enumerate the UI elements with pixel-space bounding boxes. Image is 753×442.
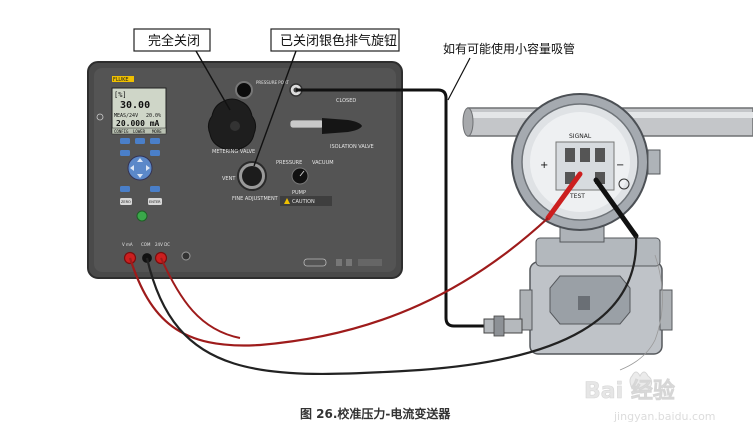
lcd-softkey-3: MORE bbox=[152, 129, 162, 134]
pipe-end-cap bbox=[462, 107, 474, 137]
terminal-3 bbox=[595, 148, 605, 162]
warning-icon bbox=[284, 198, 290, 204]
zero-key-label: ZERO bbox=[121, 200, 131, 204]
callout-vent-knob-text: 已关闭银色排气旋钮 bbox=[280, 33, 397, 49]
isolation-valve-handle bbox=[322, 118, 362, 134]
caution-plate bbox=[280, 196, 332, 206]
callout-full-close-leader bbox=[195, 50, 231, 111]
hose-adapter-nut bbox=[493, 315, 505, 337]
jack-com-label: COM bbox=[141, 242, 151, 247]
pressure-calibrator: FLUKE [%] 30.00 MEAS/24V 20.0% 20.000 mA… bbox=[87, 61, 403, 279]
lcd-reading-2: 20.000 mA bbox=[116, 119, 160, 128]
power-button bbox=[136, 210, 148, 222]
lcd-mode: MEAS/24V bbox=[114, 113, 138, 119]
pressure-label: PRESSURE bbox=[276, 160, 302, 166]
pressure-port-label: PRESSURE PORT bbox=[256, 80, 289, 85]
arrow-pad-arrows-icon bbox=[130, 158, 150, 178]
red-test-lead bbox=[128, 217, 549, 347]
callout-full-close-box bbox=[133, 28, 211, 52]
enter-key bbox=[148, 198, 162, 205]
process-connection-left bbox=[519, 289, 533, 331]
blue-key-2 bbox=[135, 138, 145, 144]
pressure-transmitter: SIGNAL TEST + − bbox=[511, 93, 673, 355]
vacuum-label: VACUUM bbox=[312, 160, 334, 166]
watermark-url: jingyan.baidu.com bbox=[613, 410, 716, 423]
paw-icon bbox=[629, 371, 653, 394]
caution-label: CAUTION bbox=[292, 199, 315, 205]
signal-terminals bbox=[565, 148, 605, 184]
terminal-1 bbox=[565, 148, 575, 162]
signal-label: SIGNAL bbox=[569, 133, 592, 140]
watermark-brand: Bai 经验 bbox=[584, 378, 675, 404]
fine-adjustment-label: FINE ADJUSTMENT bbox=[232, 196, 279, 202]
blue-key-3 bbox=[150, 138, 160, 144]
flange-bolt bbox=[578, 296, 590, 310]
test-label: TEST bbox=[569, 193, 585, 200]
footer-badge bbox=[303, 258, 327, 267]
red-test-probe bbox=[545, 171, 583, 221]
callout-vent-knob-box bbox=[270, 28, 400, 52]
lcd-top-left: [%] bbox=[114, 91, 127, 99]
callout-vent-knob: 已关闭银色排气旋钮 bbox=[253, 28, 400, 167]
metering-valve-label: METERING VALVE bbox=[212, 149, 255, 155]
lcd-reading-1: 30.00 bbox=[120, 100, 150, 111]
brand-label: FLUKE bbox=[113, 77, 129, 83]
watermark: Bai 经验 jingyan.baidu.com bbox=[584, 371, 716, 423]
lcd-range: 20.0% bbox=[146, 113, 161, 119]
black-test-probe bbox=[593, 177, 639, 239]
jack-24v-label: 24V DC bbox=[155, 242, 170, 247]
conduit-port bbox=[647, 149, 661, 175]
lcd-softkey-bar bbox=[111, 127, 167, 135]
lcd-softkey-1: CONFIG bbox=[114, 129, 129, 134]
callout-vent-knob-leader bbox=[253, 50, 297, 167]
figure-caption: 图 26.校准压力-电流变送器 bbox=[300, 406, 451, 421]
arrow-pad bbox=[127, 155, 153, 181]
callout-full-close-text: 完全关闭 bbox=[148, 33, 200, 49]
jack-ma-label: V mA bbox=[122, 242, 133, 247]
terminal-5 bbox=[595, 172, 605, 184]
callout-hose-note: 如有可能使用小容量吸管 bbox=[443, 41, 575, 101]
metering-valve-knob bbox=[207, 98, 257, 151]
minus-label: − bbox=[616, 160, 624, 171]
blue-key-1 bbox=[120, 138, 130, 144]
callout-full-close: 完全关闭 bbox=[133, 28, 231, 111]
zero-key bbox=[120, 198, 132, 205]
black-test-lead bbox=[145, 235, 638, 376]
serial-plate bbox=[358, 259, 382, 266]
lcd-softkey-2: LOWER bbox=[133, 129, 146, 134]
pressure-port bbox=[235, 81, 253, 99]
blue-key-4 bbox=[120, 150, 130, 156]
terminal-4 bbox=[565, 172, 575, 184]
enter-key-label: ENTER bbox=[149, 200, 161, 204]
isolation-lever-base bbox=[289, 119, 325, 129]
process-connection-right bbox=[659, 289, 673, 331]
brand-badge bbox=[112, 76, 134, 82]
fine-adjustment-dial-inner bbox=[242, 166, 262, 186]
pump-selector-indicator bbox=[299, 170, 305, 177]
pump-label: PUMP bbox=[292, 190, 306, 196]
aux-port bbox=[181, 251, 191, 261]
callout-hose-note-text: 如有可能使用小容量吸管 bbox=[443, 41, 575, 56]
callout-hose-note-leader bbox=[447, 57, 471, 101]
vent-label: VENT bbox=[222, 176, 236, 182]
isolation-valve-label: ISOLATION VALVE bbox=[330, 144, 374, 150]
ground-icon bbox=[618, 178, 630, 190]
lcd-screen bbox=[111, 87, 167, 133]
blue-key-7 bbox=[150, 186, 160, 192]
blue-key-6 bbox=[120, 186, 130, 192]
red-24v-lead bbox=[160, 257, 241, 339]
closed-label: CLOSED bbox=[336, 98, 356, 104]
pressure-hose bbox=[296, 88, 486, 328]
sun-icon bbox=[96, 113, 104, 121]
compliance-mark-2 bbox=[346, 259, 352, 266]
plus-label: + bbox=[540, 160, 548, 171]
terminal-2 bbox=[580, 148, 590, 162]
blue-key-5 bbox=[150, 150, 160, 156]
background-cable bbox=[619, 254, 663, 371]
compliance-mark-1 bbox=[336, 259, 342, 266]
metering-knob-center bbox=[230, 121, 240, 131]
